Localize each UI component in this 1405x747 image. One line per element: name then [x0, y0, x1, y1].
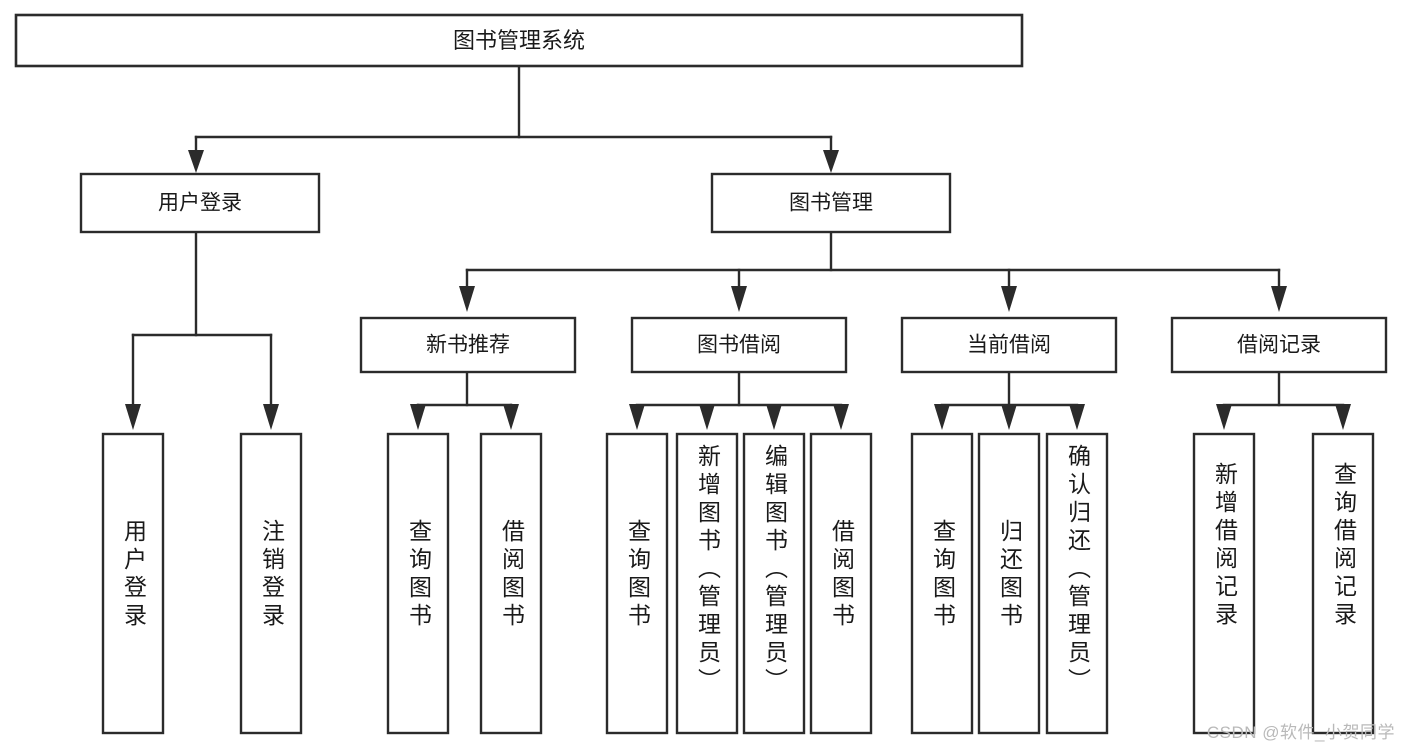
arrow-head-leaf-edit-book — [766, 404, 782, 430]
leaf-query-record-box[interactable] — [1311, 432, 1375, 735]
arrow-head-leaf-logout-login — [263, 404, 279, 430]
arrow-head-borrow-record — [1271, 286, 1287, 312]
arrow-head-book-management — [823, 150, 839, 173]
arrow-head-leaf-user-login — [125, 404, 141, 430]
node-new-book-recommend-box[interactable] — [359, 316, 577, 374]
arrow-head-leaf-add-book — [699, 404, 715, 430]
leaf-add-book-box[interactable] — [675, 432, 739, 735]
connectors-new-book-recommend — [410, 370, 519, 430]
connectors-current-borrow — [934, 370, 1085, 430]
arrow-head-book-borrow — [731, 286, 747, 312]
node-book-management[interactable]: 图书管理 — [710, 172, 952, 234]
leaf-user-login-box[interactable] — [101, 432, 165, 735]
node-book-borrow[interactable]: 图书借阅 — [630, 316, 848, 374]
arrow-head-leaf-query-book-1 — [410, 404, 426, 430]
arrow-head-leaf-borrow-book-2 — [833, 404, 849, 430]
node-current-borrow[interactable]: 当前借阅 — [900, 316, 1118, 374]
connectors-book-management — [459, 230, 1287, 312]
node-book-borrow-box[interactable] — [630, 316, 848, 374]
arrow-head-leaf-borrow-book-1 — [503, 404, 519, 430]
node-borrow-record-label: 借阅记录 — [1237, 334, 1321, 357]
node-root-label: 图书管理系统 — [453, 28, 585, 53]
node-root[interactable]: 图书管理系统 — [14, 13, 1024, 68]
arrow-head-user-login — [188, 150, 204, 173]
arrow-head-leaf-return-book — [1001, 404, 1017, 430]
leaf-edit-book-box[interactable] — [742, 432, 806, 735]
arrow-head-leaf-query-record — [1335, 404, 1351, 430]
connectors-user-login — [125, 230, 279, 430]
node-new-book-recommend-label: 新书推荐 — [426, 334, 510, 357]
leaf-query-book-3-box[interactable] — [910, 432, 974, 735]
leaf-confirm-return-box[interactable] — [1045, 432, 1109, 735]
leaf-query-book-1-box[interactable] — [386, 432, 450, 735]
arrow-head-new-book-recommend — [459, 286, 475, 312]
arrow-head-leaf-query-book-2 — [629, 404, 645, 430]
node-book-management-box[interactable] — [710, 172, 952, 234]
connectors-root — [188, 64, 839, 173]
leaf-borrow-book-1-box[interactable] — [479, 432, 543, 735]
node-borrow-record[interactable]: 借阅记录 — [1170, 316, 1388, 374]
node-current-borrow-label: 当前借阅 — [967, 334, 1051, 357]
arrow-head-leaf-query-book-3 — [934, 404, 950, 430]
arrow-head-leaf-add-record — [1216, 404, 1232, 430]
leaf-return-book-box[interactable] — [977, 432, 1041, 735]
node-root-box[interactable] — [14, 13, 1024, 68]
node-current-borrow-box[interactable] — [900, 316, 1118, 374]
node-user-login[interactable]: 用户登录 — [79, 172, 321, 234]
node-book-borrow-label: 图书借阅 — [697, 334, 781, 357]
leaf-add-record-box[interactable] — [1192, 432, 1256, 735]
node-book-management-label: 图书管理 — [789, 192, 873, 215]
node-borrow-record-box[interactable] — [1170, 316, 1388, 374]
node-new-book-recommend[interactable]: 新书推荐 — [359, 316, 577, 374]
node-user-login-label: 用户登录 — [158, 192, 242, 215]
arrow-head-leaf-confirm-return — [1069, 404, 1085, 430]
arrow-head-current-borrow — [1001, 286, 1017, 312]
leaf-logout-login-box[interactable] — [239, 432, 303, 735]
connectors-book-borrow — [629, 370, 849, 430]
connectors-borrow-record — [1216, 370, 1351, 430]
leaf-query-book-2-box[interactable] — [605, 432, 669, 735]
node-user-login-box[interactable] — [79, 172, 321, 234]
leaf-boxes — [101, 432, 1375, 735]
watermark: CSDN @软件_小贺同学 — [1206, 723, 1395, 742]
leaf-borrow-book-2-box[interactable] — [809, 432, 873, 735]
